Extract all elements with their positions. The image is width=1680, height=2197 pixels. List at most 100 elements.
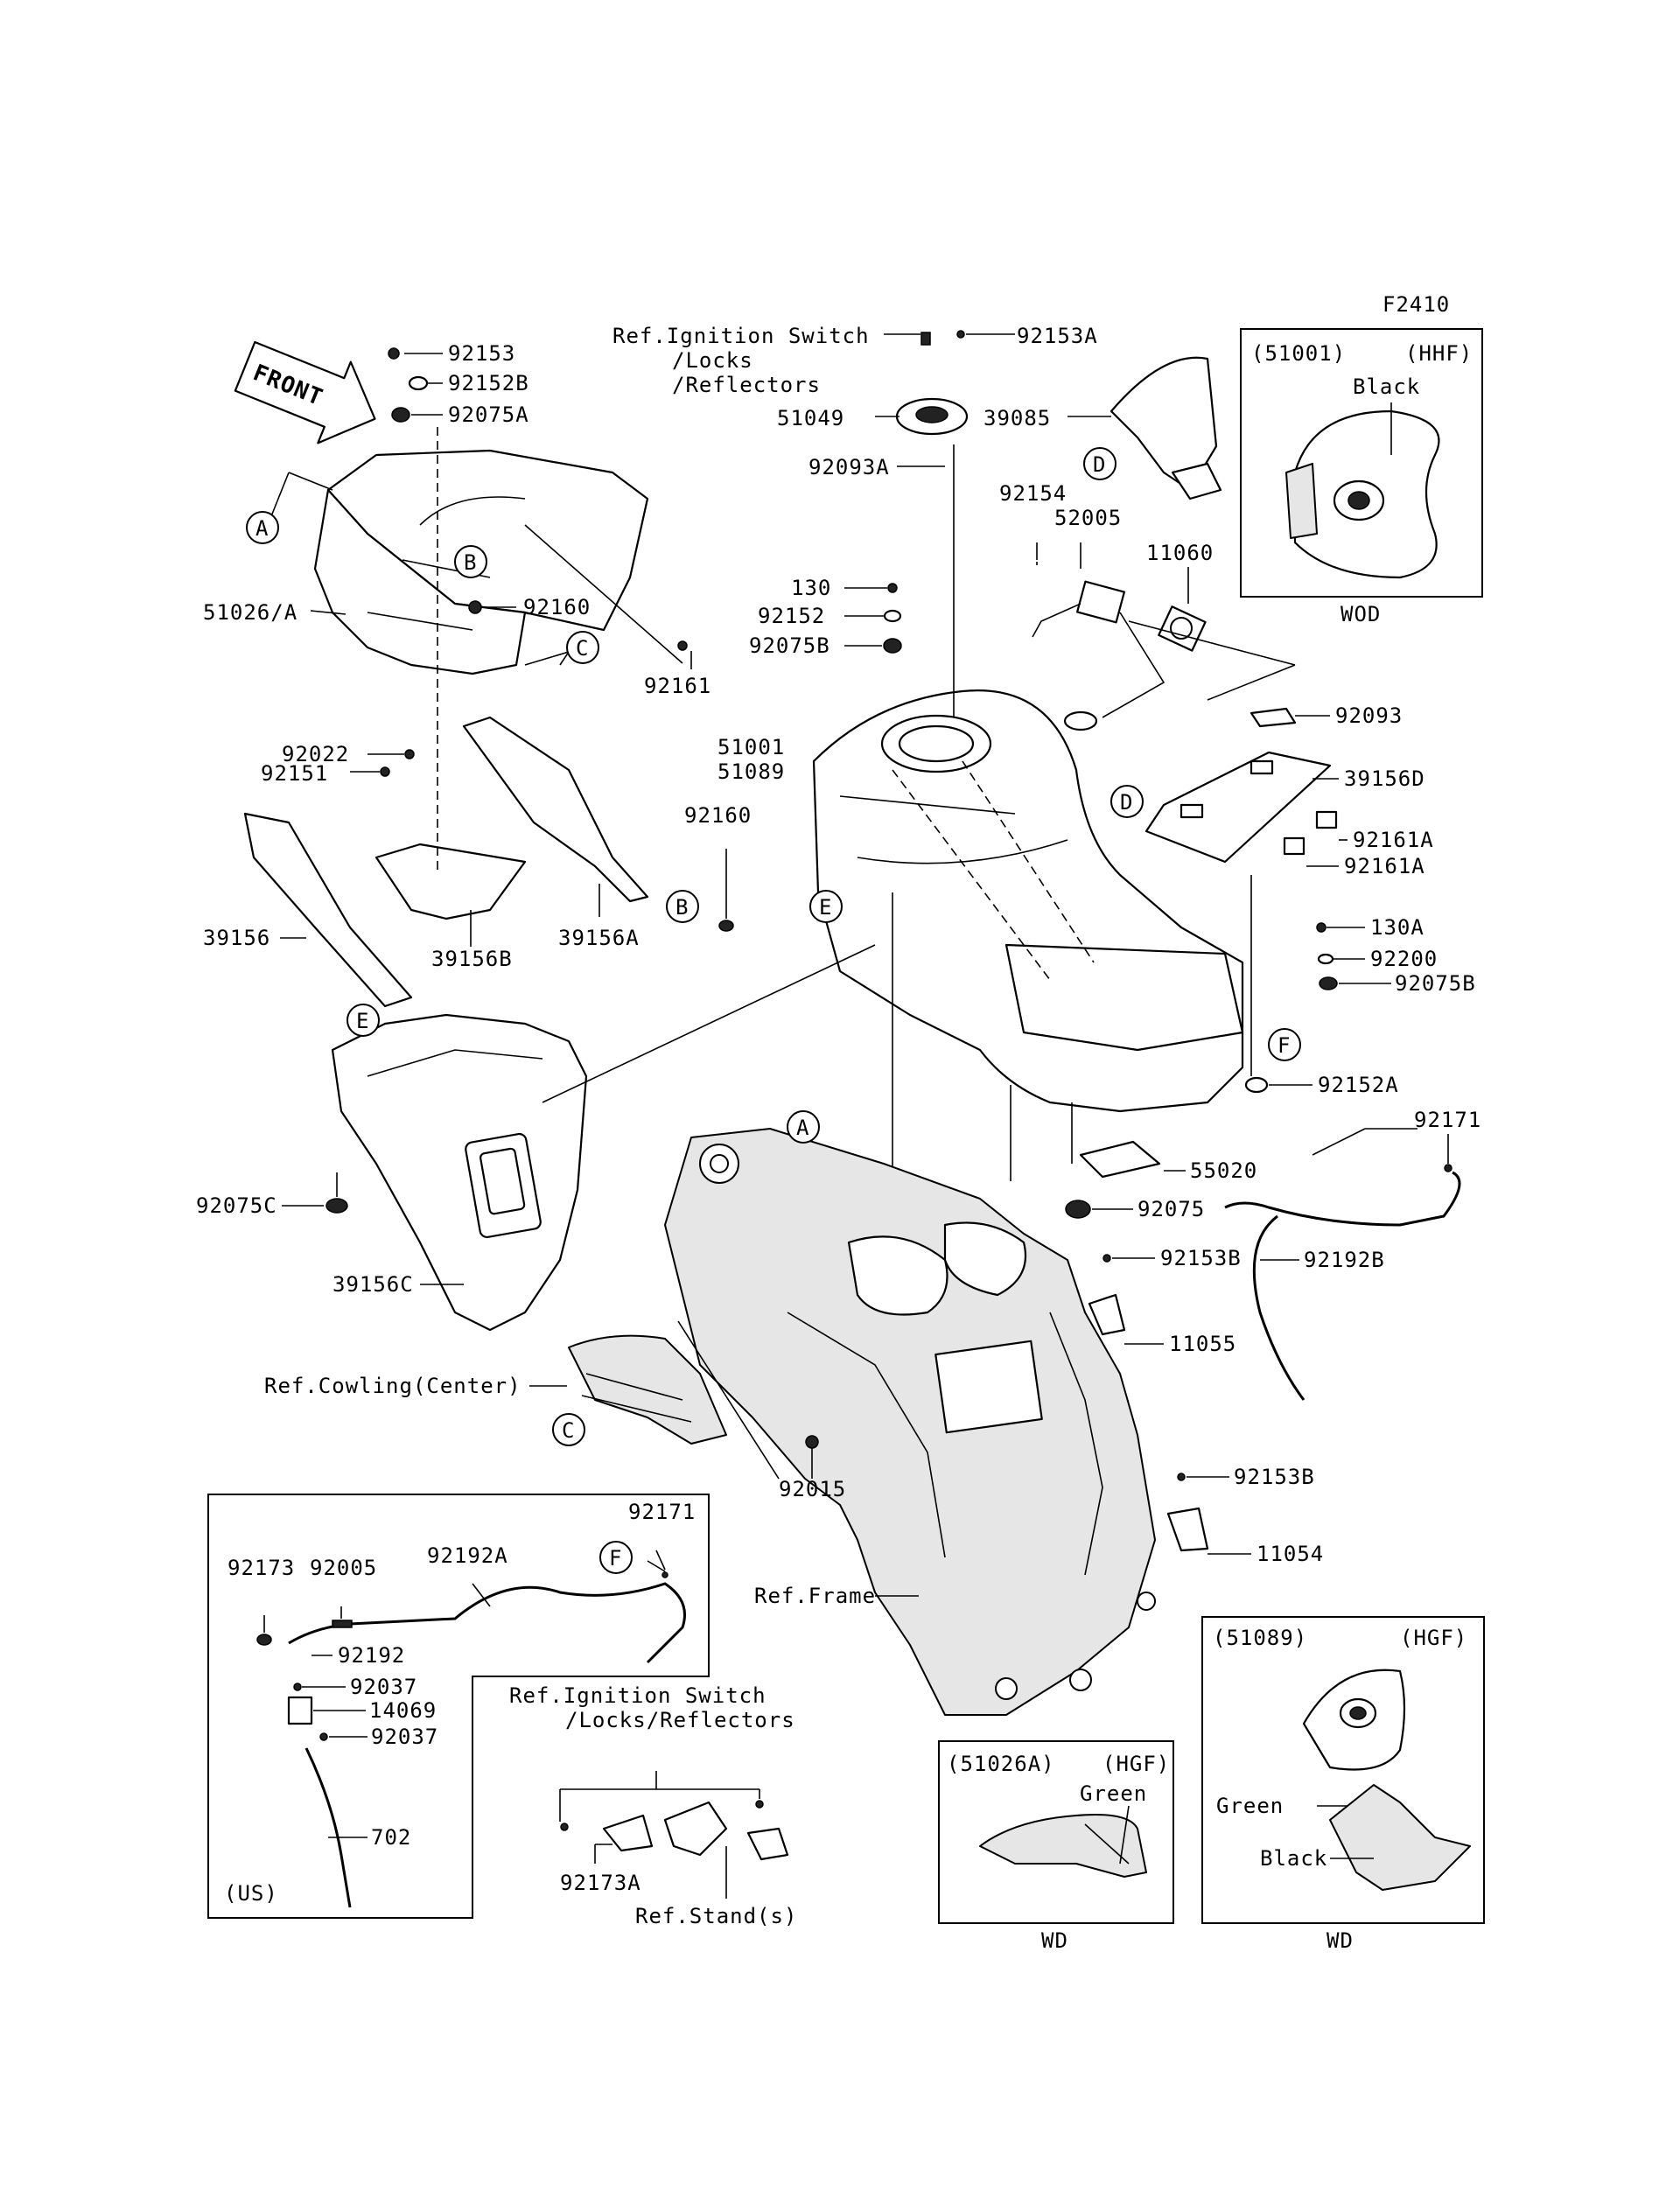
callout-e-2: E — [346, 1004, 380, 1037]
part-92005: 92005 — [310, 1556, 377, 1580]
part-92173A: 92173A — [560, 1871, 641, 1895]
part-92161A-1: 92161A — [1353, 828, 1434, 852]
svg-text:C: C — [562, 1418, 575, 1443]
svg-text:E: E — [819, 895, 832, 920]
part-51026A: 51026/A — [203, 600, 298, 625]
part-92022: 92022 — [282, 742, 349, 766]
grommet-92160-icon — [468, 600, 482, 614]
part-92153B-lower: 92153B — [1234, 1465, 1315, 1489]
washer-92152B-icon — [408, 375, 429, 391]
part-14069: 14069 — [369, 1698, 437, 1723]
svg-text:D: D — [1093, 452, 1106, 477]
part-55020: 55020 — [1190, 1158, 1257, 1183]
inner-cover-39156C — [331, 1013, 588, 1332]
ref-frame: Ref.Frame — [754, 1584, 876, 1608]
part-92152B: 92152B — [448, 371, 529, 395]
part-92192A: 92192A — [427, 1543, 508, 1568]
ref-ignition-bottom-2: /Locks/Reflectors — [565, 1708, 795, 1732]
variant-box-51026A — [938, 1740, 1174, 1924]
cover-variant-51026A — [979, 1814, 1147, 1878]
clip-92161-icon — [677, 640, 688, 651]
side-cover-51026 — [313, 449, 649, 675]
callout-d-1: D — [1083, 447, 1116, 480]
inner-cover-39156 — [243, 812, 413, 1008]
ref-ignition-bottom-1: Ref.Ignition Switch — [509, 1683, 766, 1708]
part-92160-left: 92160 — [523, 595, 591, 619]
part-92153B-upper: 92153B — [1160, 1246, 1242, 1270]
variant-51089-color-black: Black — [1260, 1846, 1327, 1871]
ref-cowling-center: Ref.Cowling(Center) — [264, 1374, 522, 1398]
pad-92093-icon — [1250, 707, 1297, 728]
part-39156D: 39156D — [1344, 766, 1425, 791]
stand-switch-icon — [663, 1801, 728, 1857]
part-130A: 130A — [1370, 915, 1424, 940]
callout-b-2: B — [666, 890, 699, 923]
svg-text:C: C — [576, 636, 589, 661]
gasket-11060 — [1158, 605, 1207, 652]
inner-cover-39156A — [462, 716, 649, 903]
part-51001: 51001 — [718, 735, 785, 759]
part-39156C: 39156C — [332, 1272, 414, 1297]
tank-variant-51089 — [1302, 1669, 1471, 1891]
front-arrow-icon: FRONT — [234, 340, 376, 444]
callout-c-2: C — [552, 1413, 585, 1446]
variant-51001-part: (51001) — [1251, 341, 1346, 366]
part-92152A: 92152A — [1318, 1073, 1399, 1097]
pad-39085 — [1110, 356, 1222, 500]
part-92153A: 92153A — [1017, 324, 1098, 348]
svg-text:F: F — [609, 1546, 622, 1571]
part-11055: 11055 — [1169, 1332, 1236, 1356]
part-11060: 11060 — [1146, 541, 1214, 565]
callout-d-2: D — [1110, 785, 1144, 818]
part-39156B: 39156B — [431, 947, 513, 971]
variant-51026A-part: (51026A) — [947, 1752, 1055, 1776]
part-92171-us: 92171 — [628, 1500, 696, 1524]
variant-box-51089 — [1201, 1616, 1485, 1924]
part-51049: 51049 — [777, 406, 844, 430]
part-92037-lower: 92037 — [371, 1725, 438, 1749]
inner-cover-39156B — [374, 843, 527, 920]
figure-code: F2410 — [1382, 292, 1450, 317]
variant-51001-model: WOD — [1340, 602, 1381, 626]
part-92153: 92153 — [448, 341, 515, 366]
svg-text:B: B — [676, 895, 689, 920]
tank-variant-51001 — [1285, 409, 1440, 579]
part-52005: 52005 — [1054, 506, 1122, 530]
variant-51001-color: Black — [1353, 374, 1420, 399]
part-51089: 51089 — [718, 759, 785, 784]
part-92152: 92152 — [758, 604, 825, 628]
variant-51026A-model: WD — [1041, 1928, 1068, 1953]
part-92192: 92192 — [338, 1643, 405, 1668]
variant-51089-part: (51089) — [1213, 1626, 1307, 1650]
bolt-92153-icon — [388, 347, 400, 360]
part-39085: 39085 — [984, 406, 1051, 430]
variant-51026A-code: (HGF) — [1102, 1752, 1170, 1776]
callout-a-1: A — [246, 511, 279, 544]
svg-text:F: F — [1278, 1033, 1291, 1058]
callout-f-1: F — [1268, 1028, 1301, 1061]
part-92171-right: 92171 — [1414, 1108, 1481, 1132]
part-92037-upper: 92037 — [350, 1675, 417, 1699]
variant-51089-model: WD — [1326, 1928, 1354, 1953]
variant-51001-code: (HHF) — [1405, 341, 1473, 366]
part-130: 130 — [791, 576, 831, 600]
part-92075B-top: 92075B — [749, 633, 830, 658]
cowling-center-ref — [568, 1334, 727, 1445]
part-92154: 92154 — [999, 481, 1067, 506]
variant-51089-code: (HGF) — [1400, 1626, 1467, 1650]
fuel-tank — [812, 689, 1244, 1113]
part-92015: 92015 — [779, 1477, 846, 1501]
ref-ignition-top-3: /Reflectors — [672, 373, 821, 397]
grommet-92075-icon — [1065, 1200, 1091, 1219]
svg-text:D: D — [1120, 790, 1133, 815]
callout-b-1: B — [454, 545, 487, 578]
callout-e-1: E — [809, 890, 843, 923]
part-92173: 92173 — [228, 1556, 295, 1580]
clip-92161A-2-icon — [1283, 836, 1306, 856]
ref-stands: Ref.Stand(s) — [635, 1904, 797, 1928]
part-39156: 39156 — [203, 926, 270, 950]
bracket-11055-icon — [1088, 1293, 1126, 1336]
part-92160-right: 92160 — [684, 803, 752, 828]
bracket-92173A-icon — [602, 1814, 654, 1852]
part-39156A: 39156A — [558, 926, 640, 950]
